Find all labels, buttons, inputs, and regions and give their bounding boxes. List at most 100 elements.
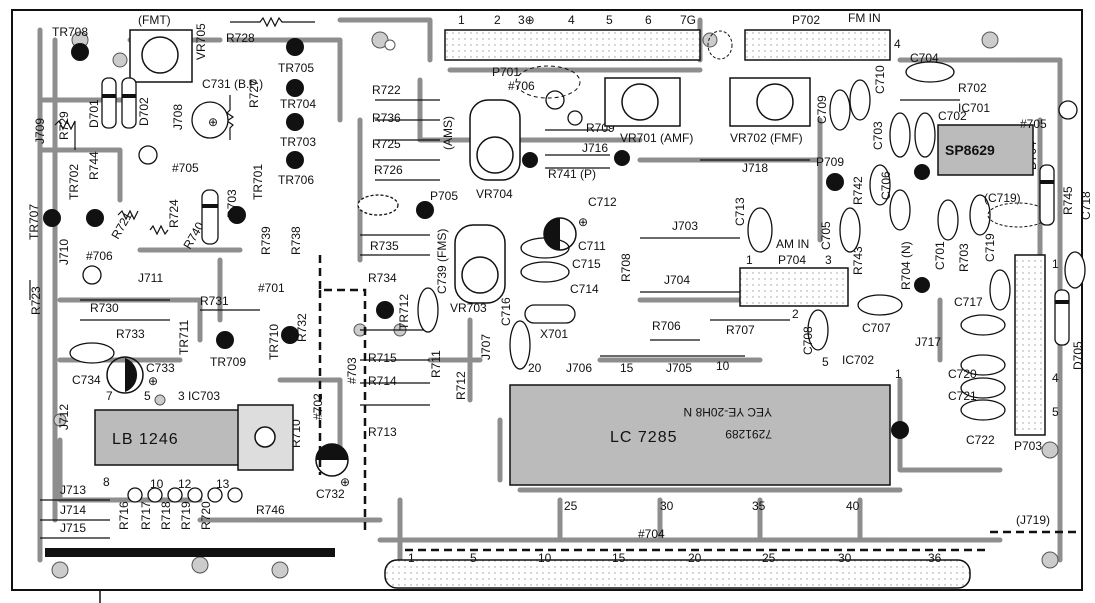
tp-706-left: #706: [86, 249, 113, 263]
r720-label: R720: [199, 501, 213, 530]
ic702-part: LC 7285: [610, 429, 678, 446]
ic702-pin-5: 5: [822, 355, 829, 369]
p702-label: P702: [792, 13, 820, 27]
tr706-label: TR706: [278, 173, 314, 187]
c719-dashed-label: (C719): [984, 191, 1021, 205]
p701-pin-7: 7G: [680, 13, 696, 27]
p701-label: P701: [492, 65, 520, 79]
ic703: LB 1246 IC703 7 5 3: [94, 389, 294, 471]
ic703-pin-3: 3: [178, 389, 185, 403]
r724-label: R724: [167, 199, 181, 228]
j717-label: J717: [915, 335, 941, 349]
r735-label: R735: [370, 239, 399, 253]
vr704-label: VR704: [476, 187, 513, 201]
j703-label: J703: [672, 219, 698, 233]
p704-pin-2: 2: [792, 307, 799, 321]
j710-label: J710: [57, 239, 71, 265]
r713-label: R713: [368, 425, 397, 439]
c712-label: C712: [588, 195, 617, 209]
tr705-label: TR705: [278, 61, 314, 75]
j709-label: J709: [33, 118, 47, 144]
c716-label: C716: [499, 297, 513, 326]
tp-703: #703: [345, 357, 359, 384]
transistor-column: [43, 38, 930, 439]
d703-label: D703: [225, 189, 239, 218]
c704-pin-25: 25: [762, 551, 776, 565]
r728-label: R728: [226, 31, 255, 45]
c713-label: C713: [733, 197, 747, 226]
tp-701: #701: [258, 281, 285, 295]
tr711-label: TR711: [177, 320, 191, 355]
ic701: SP8629 IC701: [937, 101, 1034, 176]
r732-label: R732: [295, 313, 309, 342]
r722-label: R722: [372, 83, 401, 97]
p704-label: P704: [778, 253, 806, 267]
connector-p702: P702 FM IN 4: [744, 11, 901, 61]
c732-label: C732: [316, 487, 345, 501]
c701-label: C701: [933, 241, 947, 270]
r716-label: R716: [117, 501, 131, 530]
ic702-pin-1: 1: [895, 367, 902, 381]
r733-label: R733: [116, 327, 145, 341]
c718-label: C718: [1079, 191, 1093, 220]
connector-p701: 1 2 3⊕ 4 5 6 7G P701: [444, 13, 701, 79]
r717-label: R717: [139, 501, 153, 530]
r704n-label: R704 (N): [899, 241, 913, 290]
c708-label: C708: [801, 326, 815, 355]
c707-label: C707: [862, 321, 891, 335]
ic702-code: 7291289: [725, 427, 772, 441]
c704-pin-20: 20: [688, 551, 702, 565]
d705-label: D705: [1071, 341, 1085, 370]
connector-p704: P704 AM IN 1 3 2: [739, 237, 849, 321]
tr703-label: TR703: [280, 135, 316, 149]
p702-sublabel: FM IN: [848, 11, 881, 25]
p704-sublabel: AM IN: [776, 237, 809, 251]
c712-plus-icon: ⊕: [578, 215, 588, 229]
c702-label: C702: [938, 109, 967, 123]
r706-label: R706: [652, 319, 681, 333]
tr710-label: TR710: [267, 324, 281, 360]
tr707-label: TR707: [27, 204, 41, 240]
pin-label-8: 8: [103, 475, 110, 489]
j718-label: J718: [742, 161, 768, 175]
j713-label: J713: [60, 483, 86, 497]
r708-label: R708: [619, 253, 633, 282]
c722-label: C722: [966, 433, 995, 447]
p701-pin-6: 6: [645, 13, 652, 27]
p703-pin-4: 4: [1052, 371, 1059, 385]
c704-pin-5: 5: [470, 551, 477, 565]
tp-706-top: #706: [508, 79, 535, 93]
ams-label: (AMS): [441, 116, 455, 150]
c710-label: C710: [873, 65, 887, 94]
c706-label: C706: [879, 171, 893, 200]
pin-label-12: 12: [178, 477, 192, 491]
r734-label: R734: [368, 271, 397, 285]
r730-label: R730: [90, 301, 119, 315]
tr709-label: TR709: [210, 355, 246, 369]
r745-label: R745: [1061, 186, 1075, 215]
tp-705-right: #705: [1020, 117, 1047, 131]
vr701-label: VR701 (AMF): [620, 131, 693, 145]
p704-pin-3: 3: [825, 253, 832, 267]
j707-label: J707: [479, 334, 493, 360]
ic701-part: SP8629: [945, 142, 995, 158]
ic703-part: LB 1246: [112, 431, 179, 448]
c731-plus-icon: ⊕: [208, 115, 218, 129]
tp-705-left: #705: [172, 161, 199, 175]
r741-label: R741 (P): [548, 167, 596, 181]
j716-label: J716: [582, 141, 608, 155]
ic702-mark: YEC YE-20H8 N: [684, 405, 772, 419]
c733-label: C733: [146, 361, 175, 375]
c715-label: C715: [572, 257, 601, 271]
r729-label: R729: [57, 111, 71, 140]
vr705-label: VR705: [194, 23, 208, 60]
c704-pin-36: 36: [928, 551, 942, 565]
ic703-label: IC703: [188, 389, 220, 403]
c714-label: C714: [570, 282, 599, 296]
r744-label: R744: [87, 151, 101, 180]
tp-702: #702: [311, 393, 325, 420]
c731-label: C731 (B.P.): [202, 77, 263, 91]
ic702-pin-10: 10: [716, 359, 730, 373]
c704-pin-1: 1: [408, 551, 415, 565]
